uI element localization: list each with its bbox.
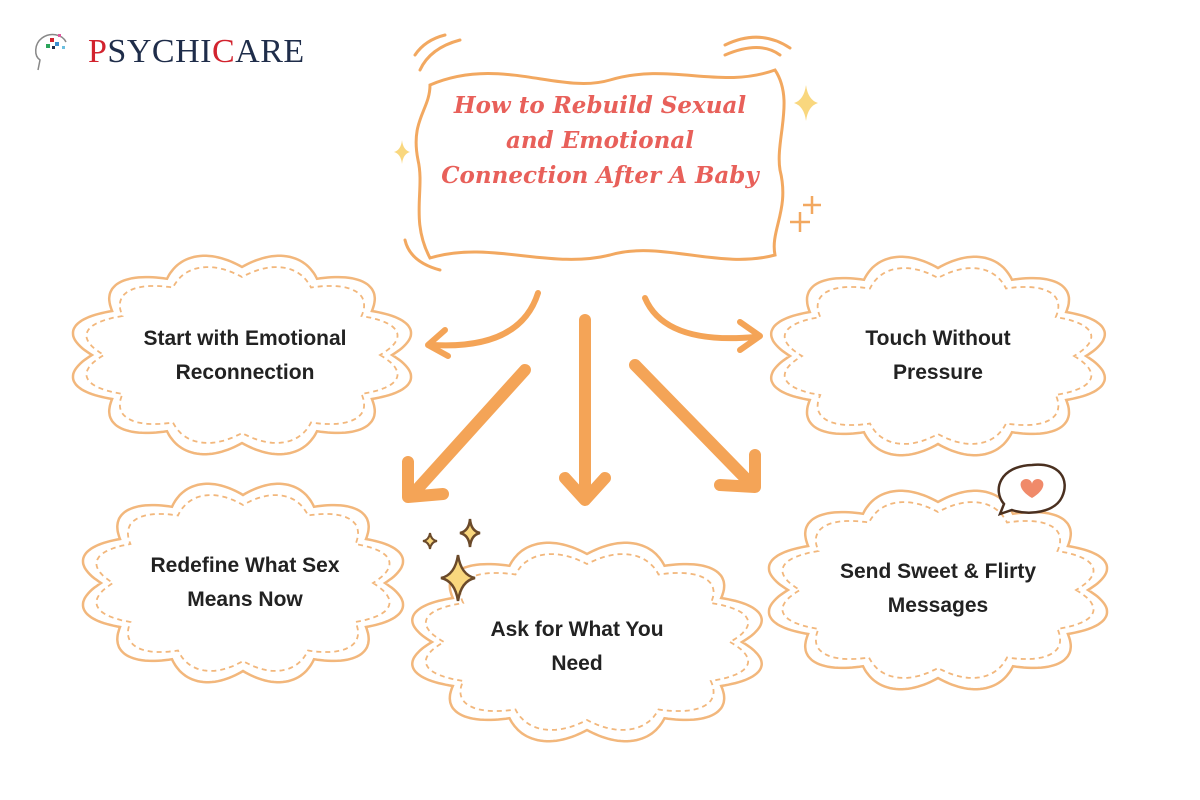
arrow-icon	[559, 472, 611, 506]
sparkle-icon	[422, 532, 438, 550]
sparkle-icon	[459, 518, 481, 548]
cloud-redefine-sex	[81, 482, 405, 684]
arrows	[402, 290, 763, 506]
cloud-ask-what-you-need	[411, 541, 763, 743]
plus-icon	[790, 196, 821, 232]
tip-label-sweet-flirty-messages: Send Sweet & Flirty Messages	[839, 560, 1037, 617]
swoosh-icon	[413, 33, 462, 72]
cloud-dashed-border	[783, 267, 1093, 445]
arrow-icon	[429, 290, 541, 349]
tip-label-redefine-sex: Redefine What Sex Means Now	[150, 554, 340, 611]
cloud-sweet-flirty-messages	[767, 489, 1109, 691]
psychicare-logo: PSYCHICARE	[32, 30, 305, 74]
arrow-icon	[425, 327, 451, 359]
arrow-icon	[402, 456, 449, 503]
logo-text: PSYCHICARE	[88, 33, 305, 70]
tip-label-touch-without-pressure: Touch Without Pressure	[865, 327, 1011, 384]
arrow-icon	[737, 319, 763, 353]
arrow-icon	[714, 449, 761, 493]
arrow-icon	[406, 364, 531, 501]
sparkle-icon	[794, 85, 818, 121]
brain-head-icon	[35, 33, 67, 71]
cloud-dashed-border	[781, 501, 1095, 679]
page-title: How to Rebuild Sexual and Emotional Conn…	[441, 92, 759, 189]
cloud-emotional-reconnection	[71, 254, 413, 456]
sparkle-icon	[440, 554, 476, 602]
tip-label-ask-what-you-need: Ask for What You Need	[490, 618, 664, 675]
tip-label-emotional-reconnection: Start with Emotional Reconnection	[143, 327, 347, 384]
sparkle-icon	[394, 140, 410, 164]
title-frame	[403, 33, 792, 272]
cloud-touch-without-pressure	[769, 255, 1107, 457]
cloud-dashed-border	[95, 494, 391, 672]
speech-bubble-heart-icon	[997, 463, 1066, 517]
arrow-icon	[642, 295, 758, 342]
cloud-dashed-border	[424, 553, 750, 731]
arrow-icon	[629, 359, 758, 491]
cloud-dashed-border	[85, 266, 399, 444]
